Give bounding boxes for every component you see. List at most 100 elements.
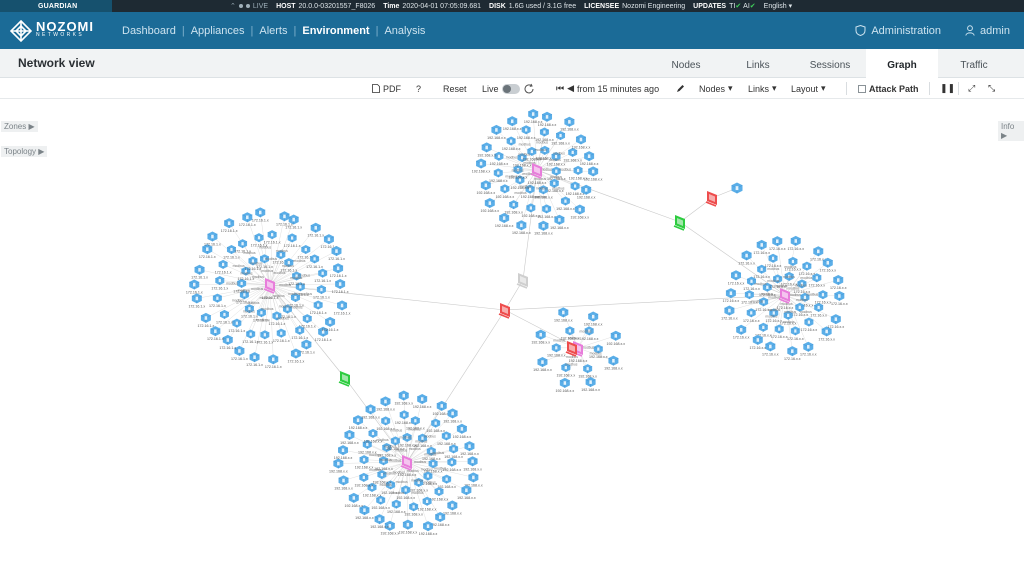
- device-node[interactable]: [818, 290, 828, 300]
- device-node[interactable]: [461, 485, 472, 496]
- device-node[interactable]: [538, 185, 548, 195]
- device-node[interactable]: [724, 305, 735, 316]
- device-node[interactable]: [417, 393, 428, 404]
- device-node[interactable]: [797, 279, 807, 289]
- hub-switch[interactable]: [263, 278, 275, 294]
- device-node[interactable]: [762, 282, 772, 292]
- device-node[interactable]: [568, 147, 578, 157]
- device-node[interactable]: [813, 246, 824, 257]
- device-node[interactable]: [434, 486, 444, 496]
- device-node[interactable]: [368, 428, 378, 438]
- device-node[interactable]: [774, 324, 784, 334]
- device-node[interactable]: [409, 502, 419, 512]
- device-node[interactable]: [200, 312, 211, 323]
- device-node[interactable]: [757, 264, 767, 274]
- device-node[interactable]: [318, 268, 328, 278]
- device-node[interactable]: [765, 341, 776, 352]
- device-node[interactable]: [249, 352, 260, 363]
- device-node[interactable]: [381, 416, 391, 426]
- device-node[interactable]: [331, 246, 342, 257]
- device-node[interactable]: [746, 276, 757, 286]
- device-node[interactable]: [365, 404, 376, 415]
- device-node[interactable]: [772, 274, 783, 284]
- device-node[interactable]: [467, 456, 478, 467]
- device-node[interactable]: [290, 292, 301, 302]
- device-node[interactable]: [744, 290, 754, 300]
- device-node[interactable]: [244, 304, 254, 314]
- device-node[interactable]: [758, 322, 768, 332]
- device-node[interactable]: [565, 326, 575, 336]
- layout-dropdown[interactable]: Layout▾: [791, 83, 826, 94]
- device-node[interactable]: [333, 263, 344, 274]
- device-node[interactable]: [302, 314, 312, 324]
- device-node[interactable]: [787, 346, 798, 357]
- device-node[interactable]: [276, 250, 286, 260]
- device-node[interactable]: [608, 355, 619, 366]
- device-node[interactable]: [795, 302, 805, 312]
- device-node[interactable]: [541, 111, 553, 122]
- device-node[interactable]: [239, 290, 249, 300]
- device-node[interactable]: [515, 175, 525, 185]
- device-node[interactable]: [402, 519, 413, 530]
- device-node[interactable]: [447, 500, 458, 511]
- device-node[interactable]: [254, 233, 264, 243]
- device-node[interactable]: [376, 495, 386, 505]
- device-node[interactable]: [468, 472, 479, 483]
- device-node[interactable]: [456, 423, 467, 434]
- device-node[interactable]: [426, 446, 436, 456]
- device-node[interactable]: [464, 441, 475, 452]
- checkbox[interactable]: [858, 84, 866, 93]
- device-node[interactable]: [318, 326, 329, 337]
- device-node[interactable]: [560, 196, 571, 206]
- gateway-switch[interactable]: [338, 371, 350, 387]
- device-node[interactable]: [310, 222, 321, 233]
- device-node[interactable]: [537, 356, 548, 367]
- device-node[interactable]: [581, 184, 592, 195]
- device-node[interactable]: [768, 253, 778, 263]
- device-node[interactable]: [814, 302, 824, 312]
- device-node[interactable]: [374, 514, 385, 525]
- nav-environment[interactable]: Environment: [302, 24, 370, 37]
- device-node[interactable]: [423, 471, 433, 481]
- network-graph[interactable]: modbus172.16.1.x172.16.1.xmodbus172.16.1…: [0, 100, 1024, 584]
- device-node[interactable]: [259, 254, 270, 264]
- tab-traffic[interactable]: Traffic: [960, 60, 988, 71]
- reset-button[interactable]: Reset: [443, 83, 467, 94]
- device-node[interactable]: [272, 311, 282, 321]
- hub-switch[interactable]: [530, 163, 542, 179]
- device-node[interactable]: [224, 218, 235, 229]
- device-node[interactable]: [428, 459, 438, 469]
- gateway-switch[interactable]: [673, 215, 685, 231]
- device-node[interactable]: [584, 151, 595, 162]
- device-node[interactable]: [313, 300, 323, 310]
- device-node[interactable]: [484, 198, 495, 209]
- device-node[interactable]: [316, 285, 327, 295]
- device-node[interactable]: [248, 256, 258, 266]
- zones-toggle[interactable]: Zones ▶: [1, 121, 38, 132]
- device-node[interactable]: [513, 165, 523, 175]
- device-node[interactable]: [207, 231, 218, 242]
- device-node[interactable]: [480, 180, 491, 191]
- device-node[interactable]: [527, 146, 537, 156]
- tab-nodes[interactable]: Nodes: [671, 60, 701, 71]
- links-dropdown[interactable]: Links▾: [748, 83, 777, 94]
- device-node[interactable]: [246, 329, 256, 339]
- device-node[interactable]: [284, 258, 294, 268]
- device-node[interactable]: [833, 274, 844, 285]
- device-node[interactable]: [431, 418, 441, 428]
- device-node[interactable]: [380, 396, 391, 407]
- device-node[interactable]: [384, 520, 395, 531]
- device-node[interactable]: [573, 165, 583, 175]
- device-node[interactable]: [215, 275, 225, 285]
- device-node[interactable]: [338, 475, 349, 486]
- device-node[interactable]: [535, 329, 546, 340]
- device-node[interactable]: [336, 300, 348, 311]
- device-node[interactable]: [610, 330, 621, 341]
- device-node[interactable]: [475, 158, 487, 169]
- device-node[interactable]: [226, 244, 237, 254]
- device-node[interactable]: [333, 458, 344, 469]
- device-node[interactable]: [521, 125, 531, 135]
- device-node[interactable]: [276, 328, 286, 338]
- device-node[interactable]: [447, 457, 457, 467]
- device-node[interactable]: [255, 207, 266, 218]
